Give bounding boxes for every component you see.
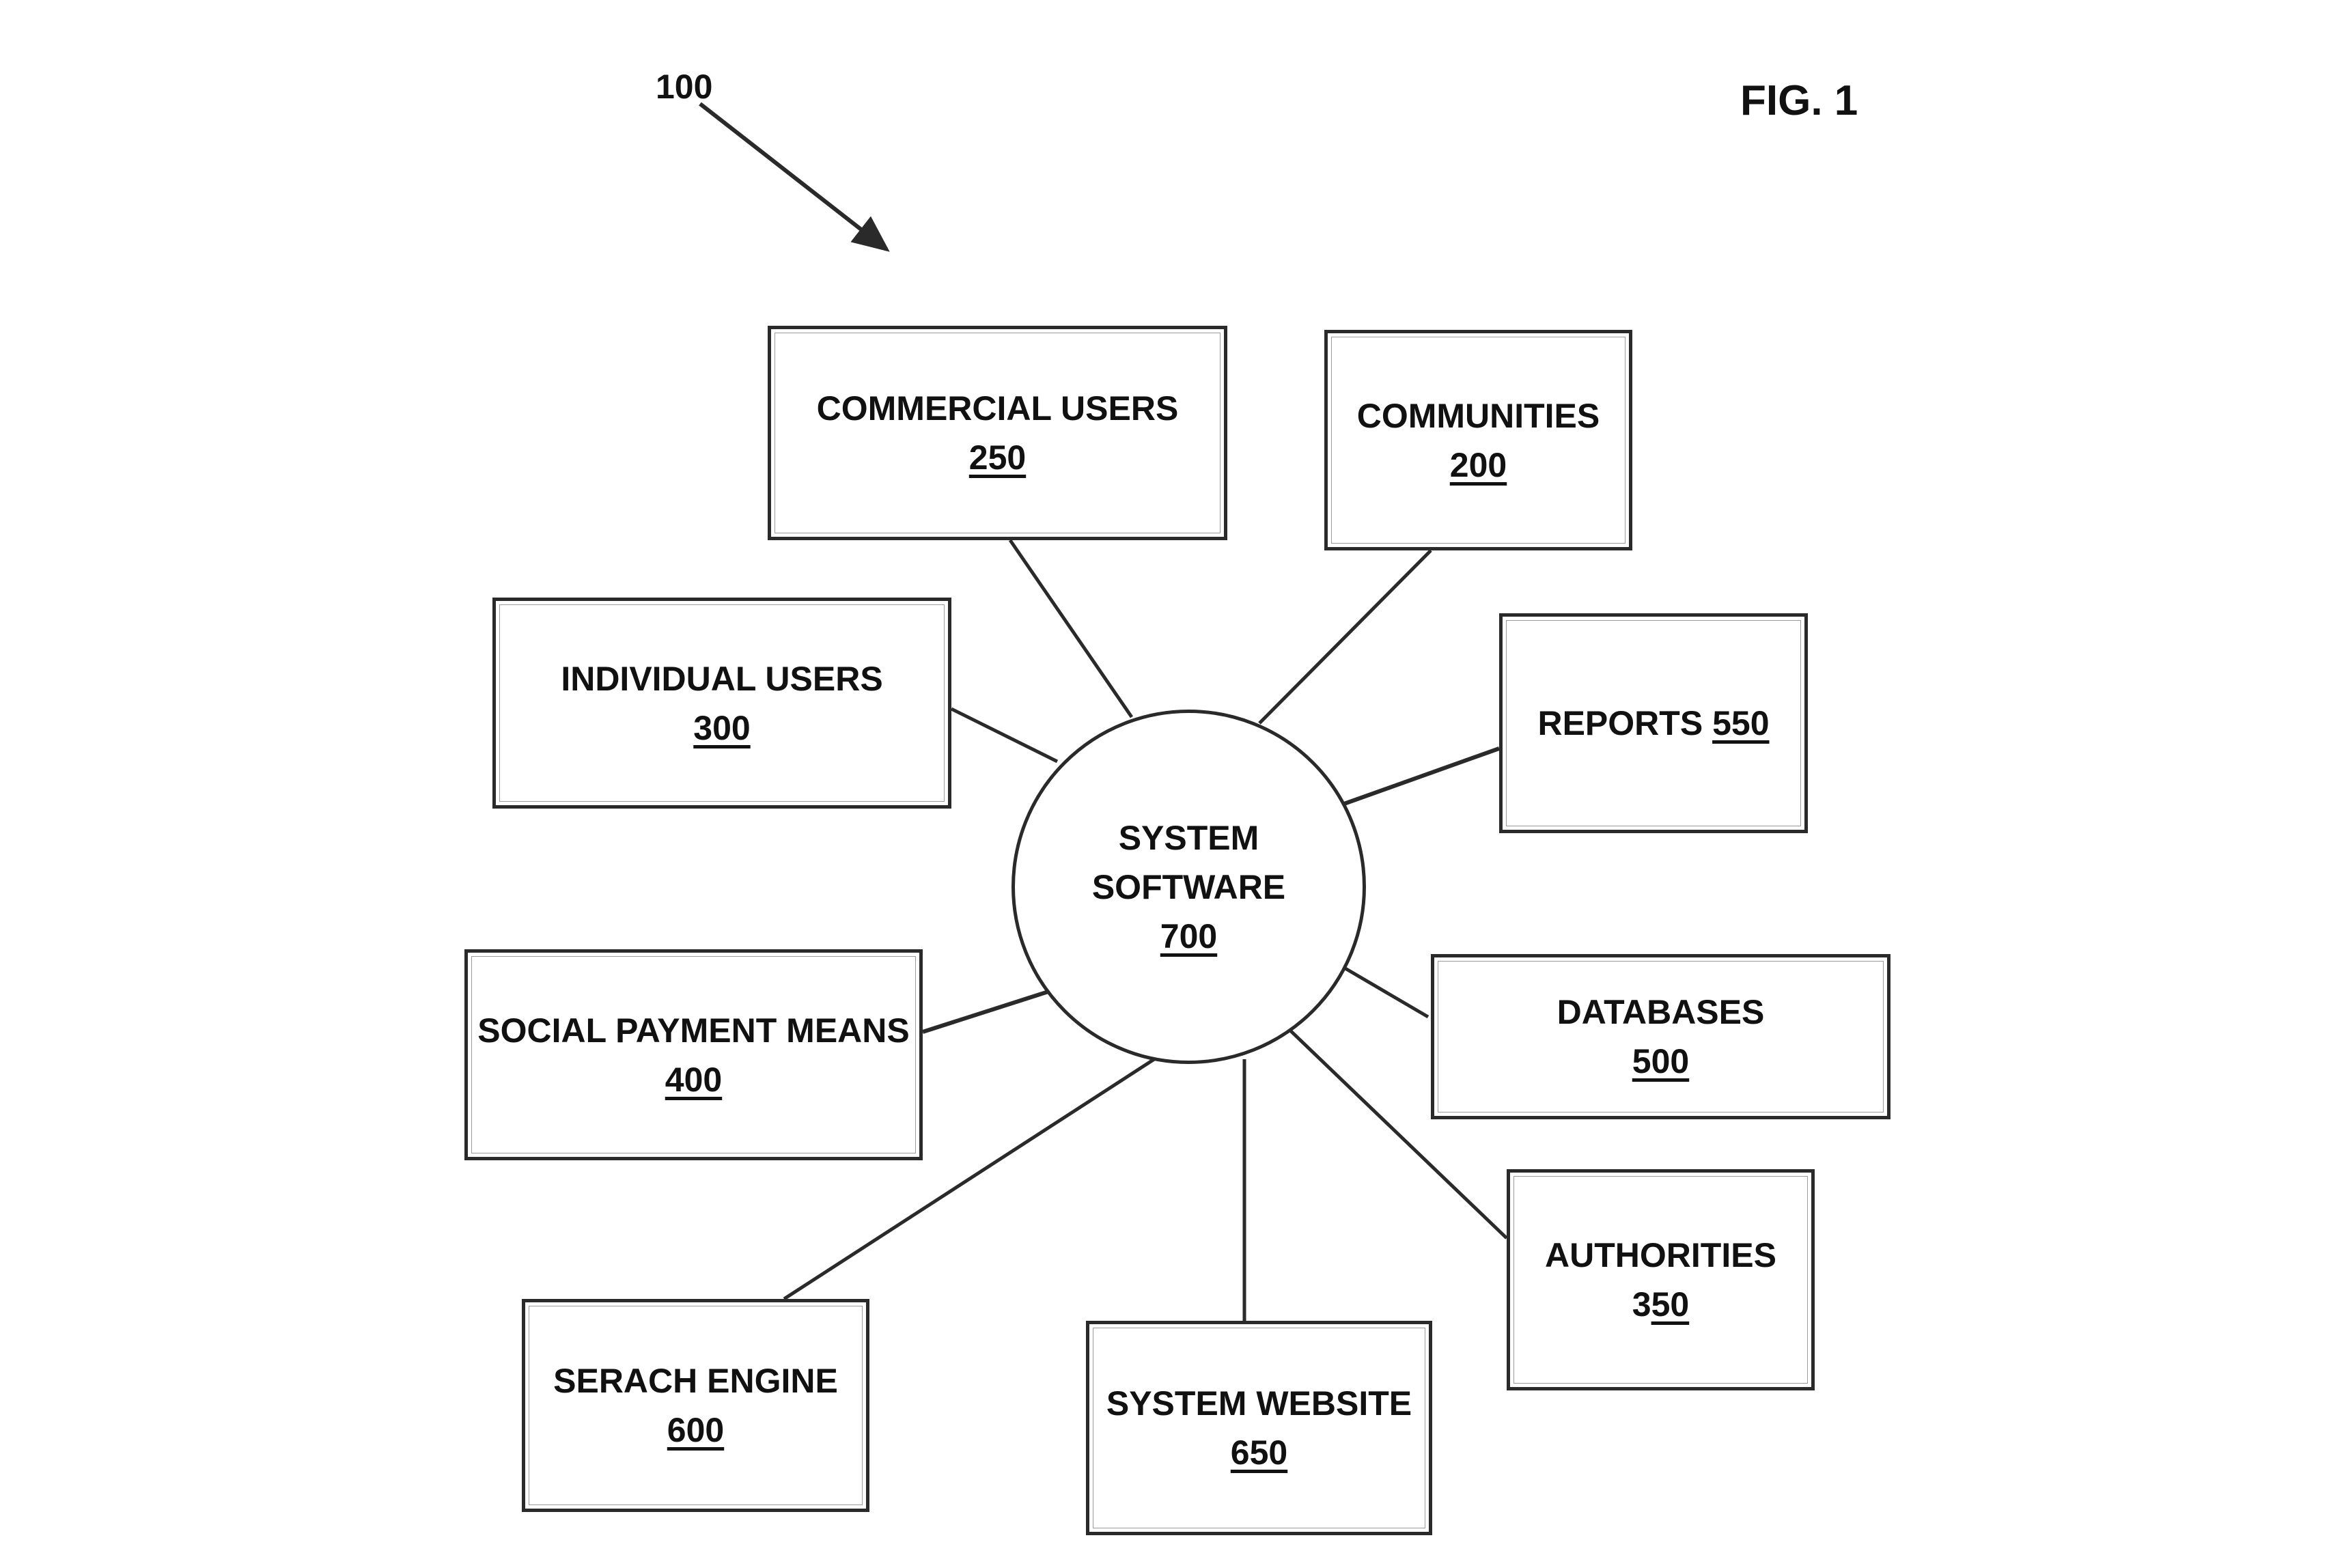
connector-social-payment-means: [922, 990, 1049, 1034]
communities-box: COMMUNITIES 200: [1324, 330, 1632, 550]
figure-label: FIG. 1: [1740, 77, 1858, 124]
reference-arrow: [699, 102, 890, 252]
connector-individual-users: [950, 707, 1059, 764]
system-website-box: SYSTEM WEBSITE 650: [1086, 1321, 1432, 1535]
authorities-label: AUTHORITIES: [1545, 1236, 1776, 1274]
connector-databases: [1343, 966, 1429, 1019]
commercial-users-box: COMMERCIAL USERS 250: [768, 326, 1227, 540]
reports-label: REPORTS: [1537, 704, 1703, 742]
social-payment-means-box: SOCIAL PAYMENT MEANS 400: [464, 949, 923, 1160]
databases-label: DATABASES: [1557, 993, 1765, 1031]
system-website-label: SYSTEM WEBSITE: [1106, 1384, 1412, 1423]
connector-communities: [1258, 549, 1432, 725]
commercial-users-label: COMMERCIAL USERS: [816, 389, 1179, 428]
authorities-number-group: 350: [1632, 1280, 1689, 1329]
connector-authorities: [1285, 1026, 1508, 1240]
system-software-node: SYSTEM SOFTWARE 700: [1011, 710, 1366, 1064]
system-software-label-line1: SYSTEM: [1118, 818, 1259, 857]
system-website-number: 650: [1230, 1433, 1288, 1472]
reference-number: 100: [656, 68, 713, 106]
authorities-number-underlined: 50: [1651, 1285, 1690, 1324]
reports-label-group: REPORTS 550: [1537, 699, 1769, 748]
commercial-users-number: 250: [968, 438, 1027, 477]
individual-users-label: INDIVIDUAL USERS: [561, 659, 883, 698]
social-payment-means-label: SOCIAL PAYMENT MEANS: [477, 1011, 910, 1050]
reports-box: REPORTS 550: [1499, 613, 1808, 833]
search-engine-box: SERACH ENGINE 600: [522, 1299, 869, 1512]
individual-users-box: INDIVIDUAL USERS 300: [492, 598, 951, 809]
connector-search-engine: [783, 1057, 1156, 1301]
connector-reports: [1343, 746, 1501, 806]
social-payment-means-number: 400: [665, 1060, 723, 1099]
authorities-box: AUTHORITIES 350: [1507, 1169, 1815, 1390]
databases-number: 500: [1632, 1042, 1690, 1080]
reports-number: 550: [1712, 704, 1770, 742]
communities-number: 200: [1449, 445, 1507, 484]
authorities-number-plain: 3: [1632, 1285, 1651, 1324]
search-engine-number: 600: [667, 1411, 725, 1449]
connector-commercial-users: [1008, 539, 1134, 718]
individual-users-number: 300: [693, 708, 751, 747]
databases-box: DATABASES 500: [1431, 954, 1890, 1119]
search-engine-label: SERACH ENGINE: [553, 1362, 838, 1400]
system-software-number: 700: [1160, 916, 1218, 955]
system-software-label-line2: SOFTWARE: [1091, 867, 1286, 906]
communities-label: COMMUNITIES: [1356, 396, 1600, 435]
